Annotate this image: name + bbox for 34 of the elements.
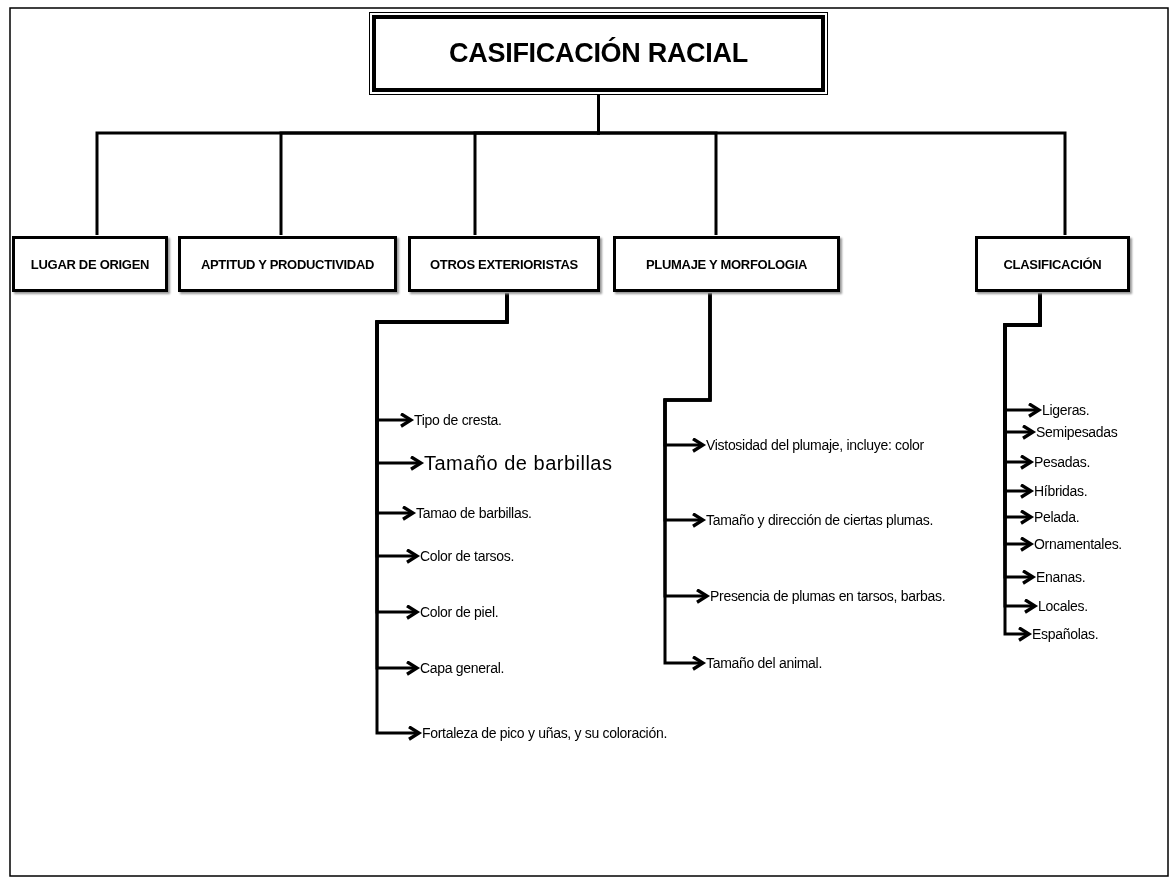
list-item-text: Vistosidad del plumaje, incluye: color (706, 437, 924, 453)
category-label: LUGAR DE ORIGEN (30, 256, 150, 272)
title-text: CASIFICACIÓN RACIAL (449, 38, 748, 69)
list-item-text: Tamaño de barbillas (424, 451, 613, 474)
list-item-text: Pelada. (1034, 509, 1080, 525)
category-box (975, 236, 1130, 292)
title-box (372, 15, 825, 92)
list-item-text: Ligeras. (1042, 402, 1090, 418)
category-label: PLUMAJE Y MORFOLOGIA (645, 256, 808, 272)
list-item-text: Locales. (1038, 598, 1088, 614)
list-item-text: Tamao de barbillas. (416, 505, 532, 521)
list-item-text: Capa general. (420, 660, 505, 676)
category-box (12, 236, 168, 292)
list-item-text: Enanas. (1036, 569, 1086, 585)
connector-line (597, 95, 1067, 235)
list-item-text: Ornamentales. (1034, 536, 1122, 552)
category-label: OTROS EXTERIORISTAS (430, 256, 578, 272)
list-item-text: Pesadas. (1034, 454, 1090, 470)
list-item-text: Híbridas. (1034, 483, 1088, 499)
category-label: CLASIFICACIÓN (1003, 256, 1102, 272)
list-item-text: Tamaño y dirección de ciertas plumas. (706, 512, 933, 528)
category-box (613, 236, 840, 292)
list-item-text: Tamaño del animal. (706, 655, 822, 671)
list-item-text: Color de piel. (420, 604, 499, 620)
list-item-text: Color de tarsos. (420, 548, 515, 564)
list-item-text: Presencia de plumas en tarsos, barbas. (710, 588, 946, 604)
list-item-text: Tipo de cresta. (414, 412, 502, 428)
category-box (408, 236, 600, 292)
arrow (663, 293, 712, 671)
category-label: APTITUD Y PRODUCTIVIDAD (200, 256, 375, 272)
list-item-text: Semipesadas (1036, 424, 1118, 440)
category-box (178, 236, 397, 292)
list-item-text: Españolas. (1032, 626, 1099, 642)
list-item-text: Fortaleza de pico y uñas, y su coloración. (422, 725, 667, 741)
